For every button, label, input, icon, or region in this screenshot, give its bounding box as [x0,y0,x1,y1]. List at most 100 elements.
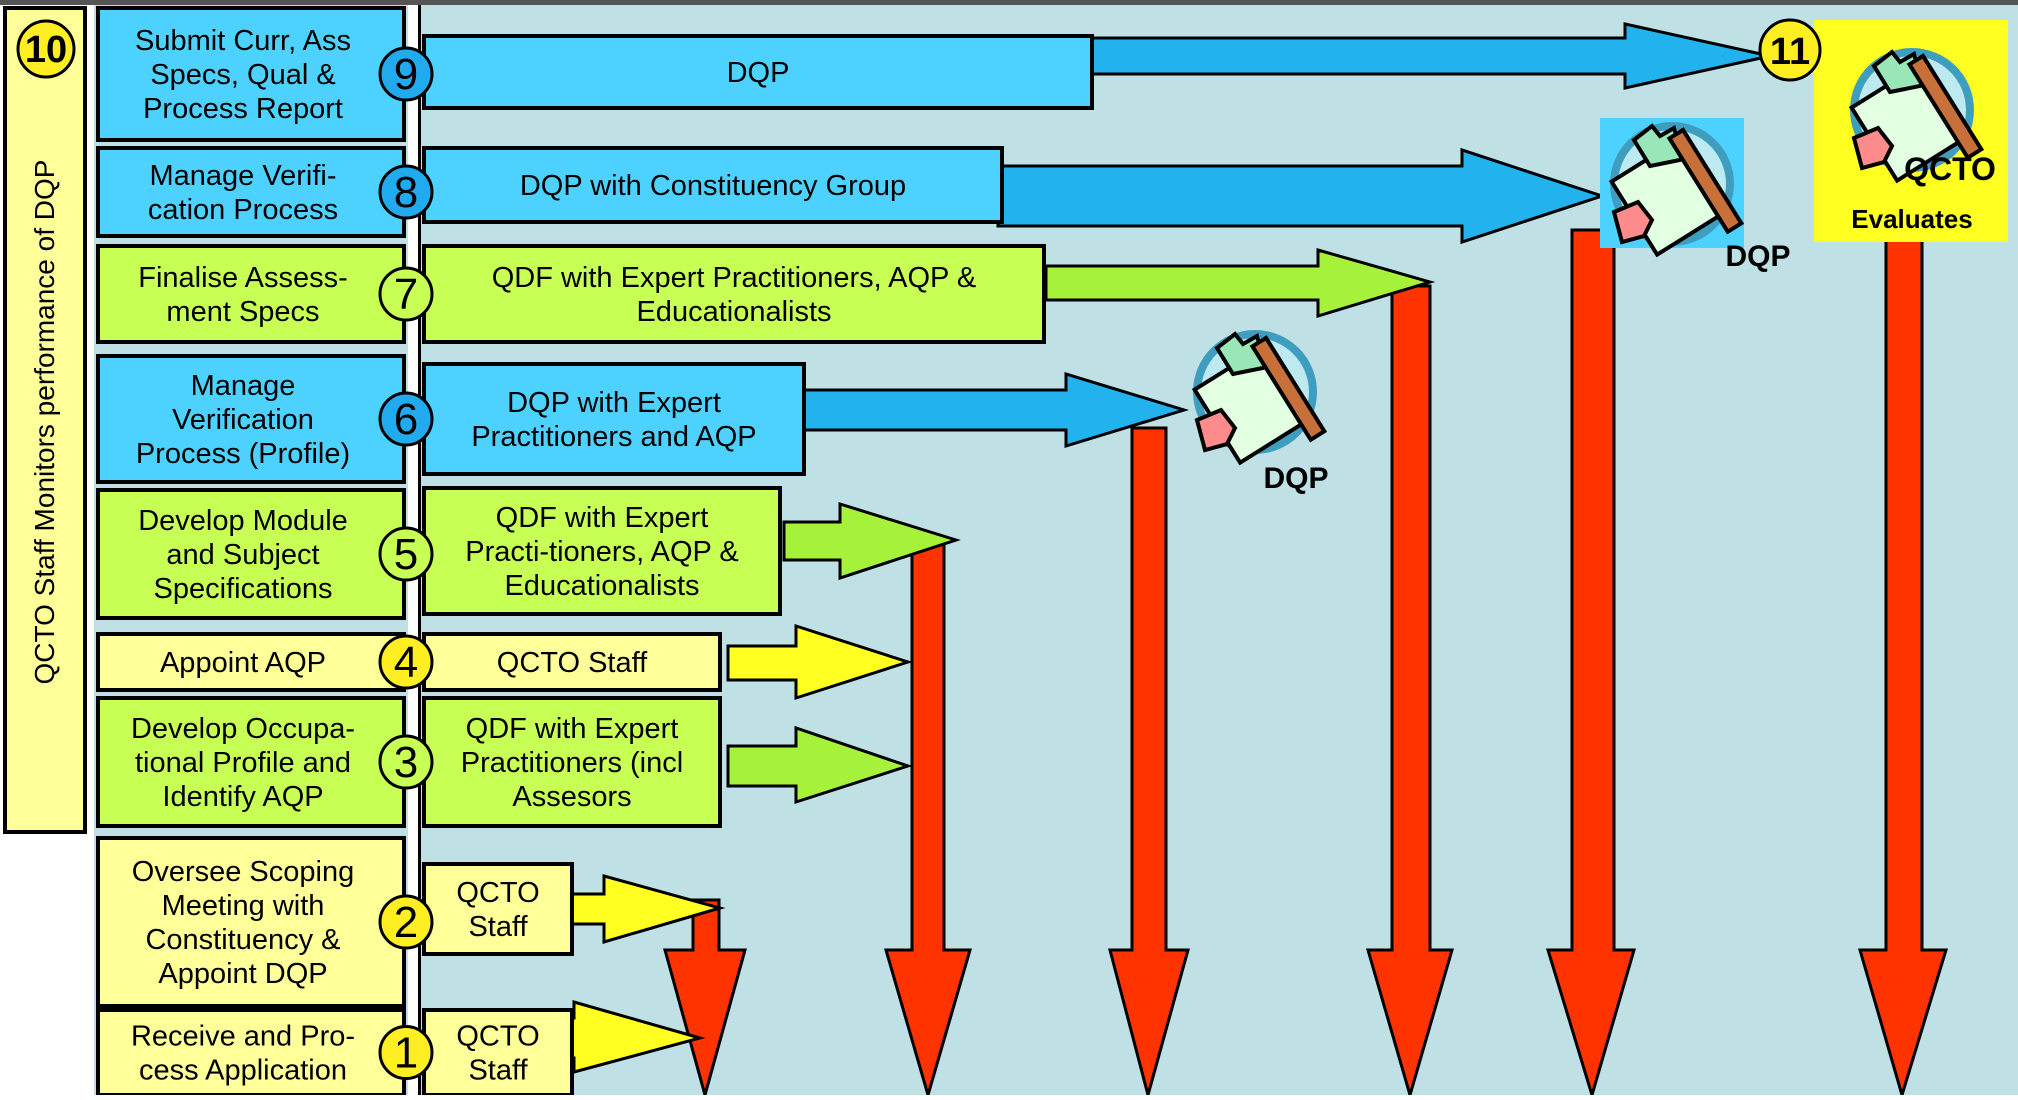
step-number: 8 [394,168,418,217]
step-title-box [96,696,406,828]
red-arrow-2 [884,540,972,1100]
qcto-sublabel: Evaluates [1851,204,1972,234]
step-actor: Staff [468,911,528,943]
reviewer-dqp-left: DQP [1191,328,1329,495]
step-actor: QDF with Expert Practitioners, AQP & [492,262,977,294]
step-actor: Practitioners (incl [461,747,683,779]
step-title: Submit Curr, Ass [135,25,351,57]
step-actor: Educationalists [636,296,831,328]
step-number-badge [378,1025,434,1080]
step-actor: DQP with Constituency Group [520,170,906,202]
step-title: tional Profile and [135,747,351,779]
step-actor-box [422,632,722,692]
step-number: 1 [394,1029,418,1078]
step-number-badge [378,391,434,447]
step-title: Verification [172,404,314,436]
step-number: 9 [394,50,418,99]
arrow-step-3 [726,725,913,805]
step-title-box [96,836,406,1008]
step-title: Identify AQP [162,781,323,813]
step-title: Specs, Qual & [150,59,335,91]
red-arrows [663,228,1949,1100]
step-number: 3 [394,738,418,787]
step-title-box [96,632,406,692]
arrow-step-5 [782,501,961,581]
step-title: Process Report [143,93,343,125]
step-title: Meeting with [162,890,325,922]
step-1: Receive and Pro-cess ApplicationQCTOStaf… [96,1008,574,1097]
top-border [0,0,2018,5]
step-number-badge [378,526,434,582]
step-number: 7 [394,270,418,319]
step-actor: QCTO Staff [497,647,648,679]
step-actor: Practi-tioners, AQP & [465,536,738,568]
step-number-badge [378,634,434,690]
arrow-step-7 [1044,248,1436,319]
reviewer-label: DQP [1725,240,1790,273]
step-title: Constituency & [145,924,340,956]
step-title: cess Application [139,1055,347,1087]
step-actor: Assesors [512,781,631,813]
step-title-box [96,244,406,344]
step-actor: QDF with Expert [496,502,709,534]
sidebar-box [3,6,87,834]
step-title: and Subject [166,539,319,571]
step-actor: Educationalists [504,570,699,602]
qcto-number-badge [1758,18,1822,82]
sidebar-number-badge [16,19,76,79]
flow-arrows [570,22,1771,1074]
qcto-number: 11 [1770,31,1810,73]
arrow-step-4 [726,623,913,701]
step-actor: QCTO [456,877,539,909]
sidebar-label: QCTO Staff Monitors performance of DQP [29,160,60,685]
step-number-badge [378,266,434,322]
step-actor-box [422,34,1094,110]
step-actor: QDF with Expert [466,713,679,745]
step-number: 5 [394,530,418,579]
step-title-box [96,6,406,142]
step-number: 4 [394,638,418,687]
step-number: 2 [394,898,418,947]
step-actor-box [422,696,722,828]
reviewer-label: DQP [1263,462,1328,495]
sidebar-number: 10 [25,29,67,71]
step-actor: DQP [727,57,790,89]
step-title-box [96,1008,406,1097]
arrow-step-6 [798,371,1190,449]
arrow-step-8 [996,147,1607,245]
step-title-box [96,146,406,238]
step-number: 6 [394,395,418,444]
step-actor-box [422,486,782,616]
step-title-box [96,354,406,484]
step-number-badge [378,164,434,220]
reviewer-qcto: 11 QCTO Evaluates [1758,18,2008,242]
step-actor: DQP with Expert [507,387,721,419]
reviewer-dqp-right: DQP [1600,118,1791,273]
step-actor-box [422,362,806,476]
arrow-step-2 [570,874,726,945]
step-title: cation Process [148,194,338,226]
step-title: Develop Module [138,505,348,537]
step-actor-box [422,1008,574,1097]
qcto-label: QCTO [1904,151,1996,187]
step-title: Appoint AQP [160,647,326,679]
step-number-badge [378,46,434,102]
step-title: Finalise Assess- [138,262,348,294]
red-arrow-5 [1545,228,1636,1100]
arrow-step-9 [1073,22,1771,90]
step-actor: QCTO [456,1021,539,1053]
step-actor: Staff [468,1055,528,1087]
step-number-badge [378,894,434,950]
step-title: Oversee Scoping [132,856,354,888]
step-title: Manage [191,370,296,402]
step-3: Develop Occupa-tional Profile andIdentif… [96,696,722,828]
red-arrow-3 [1108,426,1190,1100]
